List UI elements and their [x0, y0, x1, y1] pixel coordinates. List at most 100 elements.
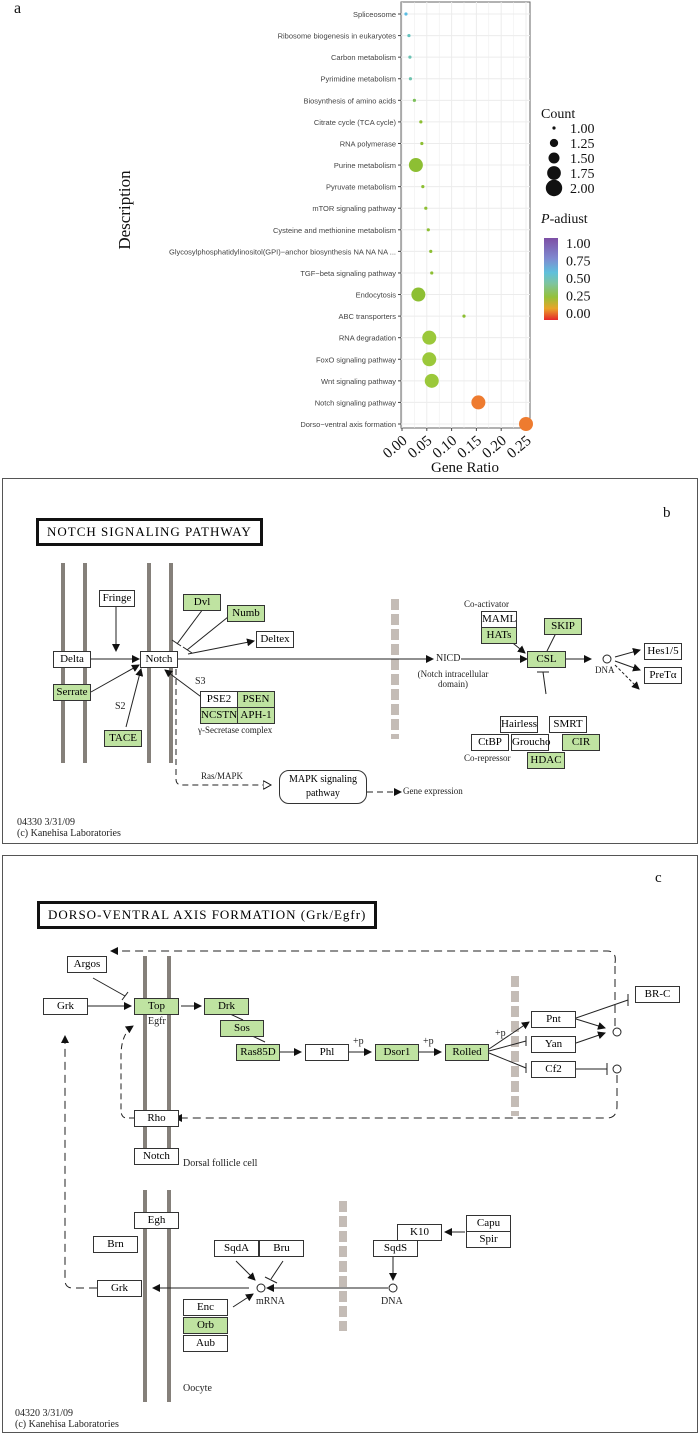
gene-node-rolled[interactable]: Rolled — [445, 1044, 489, 1061]
gene-node-sos[interactable]: Sos — [220, 1020, 264, 1037]
legend-size-dot — [549, 138, 559, 148]
gene-node-argos[interactable]: Argos — [67, 956, 107, 973]
gene-node-egh[interactable]: Egh — [134, 1212, 179, 1229]
dv-connector-lines — [61, 947, 629, 1308]
gene-node-notch[interactable]: Notch — [134, 1148, 179, 1165]
legend-color-label: 1.00 — [566, 237, 591, 252]
y-tick-label: Citrate cycle (TCA cycle) — [314, 118, 397, 127]
gene-node-skip[interactable]: SKIP — [544, 618, 582, 635]
gene-node-tace[interactable]: TACE — [104, 730, 142, 747]
gene-node-notch[interactable]: Notch — [140, 651, 178, 668]
data-point — [426, 228, 430, 232]
gene-node-yan[interactable]: Yan — [531, 1036, 576, 1053]
data-point — [420, 141, 424, 146]
y-tick-label: RNA degradation — [339, 334, 396, 343]
gene-node-ctbp[interactable]: CtBP — [471, 734, 509, 751]
x-tick-label: 0.15 — [455, 433, 485, 462]
gene-node-hairless[interactable]: Hairless — [500, 716, 538, 733]
gene-node-smrt[interactable]: SMRT — [549, 716, 587, 733]
gene-node-numb[interactable]: Numb — [227, 605, 265, 622]
x-tick-label: 0.00 — [380, 433, 410, 462]
legend-color-label: 0.75 — [566, 255, 591, 270]
legend-size-label: 1.50 — [570, 152, 595, 167]
gene-node-hats[interactable]: HATs — [481, 627, 517, 644]
gene-node-delta[interactable]: Delta — [53, 651, 91, 668]
corepressor-label: Co-repressor — [464, 753, 511, 763]
gene-node-brn[interactable]: Brn — [93, 1236, 138, 1253]
data-point — [419, 120, 423, 124]
gene-node-cir[interactable]: CIR — [562, 734, 600, 751]
gene-node-hes1-5[interactable]: Hes1/5 — [644, 643, 682, 660]
data-point — [429, 249, 433, 253]
phospho-label: +p — [495, 1028, 506, 1039]
gene-node-maml[interactable]: MAML — [481, 611, 517, 628]
gene-node-groucho[interactable]: Groucho — [511, 734, 551, 751]
gene-node-aub[interactable]: Aub — [183, 1335, 228, 1352]
gene-node-phl[interactable]: Phl — [305, 1044, 349, 1061]
gene-node-pse2[interactable]: PSE2 — [200, 691, 238, 708]
gene-node-fringe[interactable]: Fringe — [99, 590, 135, 607]
gene-node-hdac[interactable]: HDAC — [527, 752, 565, 769]
gene-node-grk-oocyte[interactable]: Grk — [97, 1280, 142, 1297]
nicd-label: NICD — [436, 653, 461, 664]
gene-node-ras85d[interactable]: Ras85D — [236, 1044, 280, 1061]
notch-connector-lines — [90, 605, 641, 796]
data-point — [408, 55, 412, 59]
data-point — [422, 330, 437, 345]
s3-label: S3 — [195, 676, 206, 687]
gene-node-sqda[interactable]: SqdA — [214, 1240, 259, 1257]
pathway-footer: 04330 3/31/09 (c) Kanehisa Laboratories — [17, 817, 121, 839]
rasmapk-label: Ras/MAPK — [201, 771, 244, 781]
gene-node-rho[interactable]: Rho — [134, 1110, 179, 1127]
y-tick-label: RNA polymerase — [340, 139, 396, 148]
legend-size-label: 1.25 — [570, 137, 595, 152]
gene-node-spir[interactable]: Spir — [466, 1231, 511, 1248]
nicd-sublabel: (Notch intracellular domain) — [417, 669, 489, 689]
gene-node-k10[interactable]: K10 — [397, 1224, 442, 1241]
gene-node-enc[interactable]: Enc — [183, 1299, 228, 1316]
gene-node-psen[interactable]: PSEN — [237, 691, 275, 708]
gene-node-ncstn[interactable]: NCSTN — [200, 707, 238, 724]
legend-color-label: 0.25 — [566, 290, 591, 305]
gene-node-deltex[interactable]: Deltex — [256, 631, 294, 648]
data-point — [412, 98, 416, 102]
legend-size-dot — [548, 152, 560, 164]
data-point — [519, 417, 533, 431]
gene-node-csl[interactable]: CSL — [527, 651, 566, 668]
y-tick-label: Pyrimidine metabolism — [321, 75, 396, 84]
gene-node-top[interactable]: Top — [134, 998, 179, 1015]
panel-label-c: c — [655, 870, 662, 886]
data-point — [424, 206, 428, 210]
gene-node-capu[interactable]: Capu — [466, 1215, 511, 1232]
gene-node-pnt[interactable]: Pnt — [531, 1011, 576, 1028]
data-point — [408, 158, 423, 173]
gene-node-grk-follicle[interactable]: Grk — [43, 998, 88, 1015]
panel-label-b: b — [663, 505, 671, 521]
gene-node-orb[interactable]: Orb — [183, 1317, 228, 1334]
nuclear-membrane — [511, 976, 519, 1116]
pathway-node-mapk[interactable]: MAPK signaling pathway — [279, 770, 367, 804]
phospho-label: +p — [353, 1036, 364, 1047]
gene-node-brc[interactable]: BR-C — [635, 986, 680, 1003]
gene-node-dvl[interactable]: Dvl — [183, 594, 221, 611]
map-id-date: 04320 3/31/09 — [15, 1408, 74, 1419]
gene-node-drk[interactable]: Drk — [204, 998, 249, 1015]
membrane-line — [143, 956, 147, 1151]
gene-node-pretalpha[interactable]: PreTα — [644, 667, 682, 684]
s2-label: S2 — [115, 701, 126, 712]
gene-node-cf2[interactable]: Cf2 — [531, 1061, 576, 1078]
gene-node-bru[interactable]: Bru — [259, 1240, 304, 1257]
data-point — [422, 352, 437, 367]
y-tick-label: Wnt signaling pathway — [321, 377, 396, 386]
gene-node-aph1[interactable]: APH-1 — [237, 707, 275, 724]
gene-node-serrate[interactable]: Serrate — [53, 684, 91, 701]
gene-node-sqds[interactable]: SqdS — [373, 1240, 418, 1257]
dorsal-follicle-cell-label: Dorsal follicle cell — [183, 1158, 258, 1169]
dna-label: DNA — [595, 665, 615, 675]
gene-node-dsor1[interactable]: Dsor1 — [375, 1044, 419, 1061]
gene-expression-label: Gene expression — [403, 786, 463, 796]
x-tick-label: 0.05 — [405, 433, 435, 462]
y-tick-label: FoxO signaling pathway — [316, 355, 396, 364]
